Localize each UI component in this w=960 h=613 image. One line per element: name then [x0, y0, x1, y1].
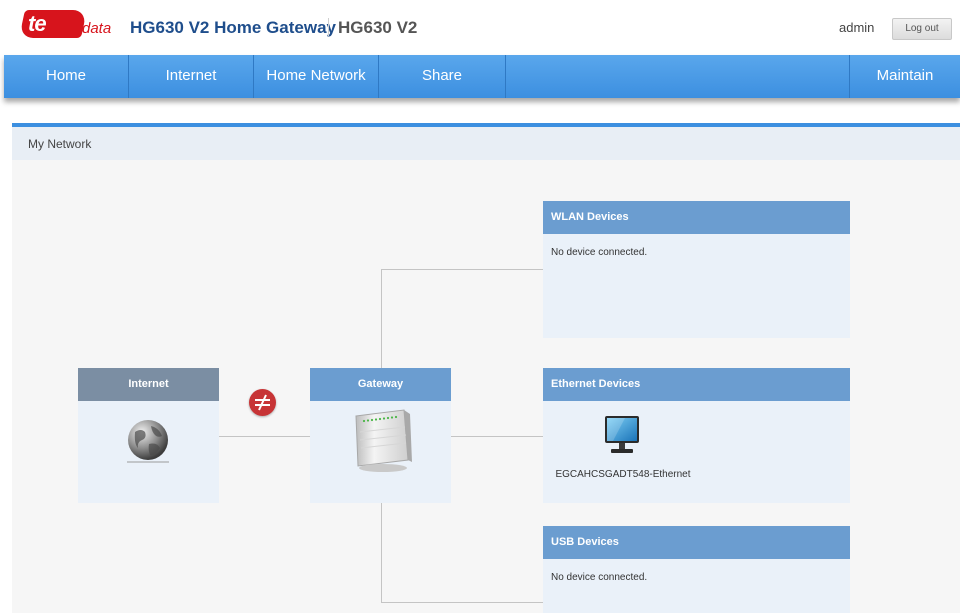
- nav-item-maintain[interactable]: Maintain: [849, 55, 960, 98]
- main-nav: Home Internet Home Network Share Maintai…: [4, 55, 960, 98]
- nav-item-home[interactable]: Home: [4, 55, 129, 98]
- gateway-panel[interactable]: Gateway: [310, 368, 451, 503]
- logout-button[interactable]: Log out: [892, 18, 952, 40]
- header: te data HG630 V2 Home Gateway HG630 V2 a…: [0, 0, 960, 55]
- logo-suffix: data: [82, 20, 112, 37]
- section-header: My Network: [12, 127, 960, 160]
- wlan-panel-title: WLAN Devices: [543, 201, 850, 234]
- section-title: My Network: [28, 137, 92, 151]
- internet-panel-title: Internet: [78, 368, 219, 401]
- internet-panel[interactable]: Internet: [78, 368, 219, 503]
- ethernet-panel-title: Ethernet Devices: [543, 368, 850, 401]
- broken-link-icon: [255, 394, 270, 411]
- line-internet-gateway: [218, 436, 310, 437]
- brand-logo[interactable]: te data: [19, 10, 112, 42]
- globe-icon: [127, 420, 169, 463]
- logo-text: te: [28, 11, 47, 36]
- ethernet-device-name[interactable]: EGCAHCSGADT548-Ethernet: [555, 469, 691, 480]
- model-title: HG630 V2: [338, 18, 418, 37]
- app-title: HG630 V2 Home Gateway: [130, 18, 336, 37]
- wlan-status: No device connected.: [551, 247, 648, 258]
- nav-item-internet[interactable]: Internet: [129, 55, 254, 98]
- nav-item-share[interactable]: Share: [379, 55, 506, 98]
- gateway-panel-title: Gateway: [310, 368, 451, 401]
- usb-status: No device connected.: [551, 572, 648, 583]
- usb-panel-title: USB Devices: [543, 526, 850, 559]
- ethernet-devices-panel[interactable]: Ethernet Devices: [543, 368, 850, 503]
- line-to-usb: [381, 602, 543, 603]
- router-icon: [355, 409, 412, 472]
- title-divider: [328, 18, 329, 36]
- content-accent-bar: [12, 123, 960, 127]
- line-gateway-ethernet: [451, 436, 543, 437]
- usb-devices-panel[interactable]: USB Devices No device connected.: [543, 526, 850, 613]
- user-name: admin: [839, 20, 875, 35]
- computer-monitor-icon[interactable]: [603, 414, 641, 456]
- line-gateway-up: [381, 269, 382, 368]
- nav-item-home-network[interactable]: Home Network: [254, 55, 379, 98]
- disconnected-link-icon[interactable]: [249, 389, 276, 416]
- line-to-wlan: [381, 269, 543, 270]
- wlan-devices-panel[interactable]: WLAN Devices No device connected.: [543, 201, 850, 338]
- line-gateway-down: [381, 503, 382, 602]
